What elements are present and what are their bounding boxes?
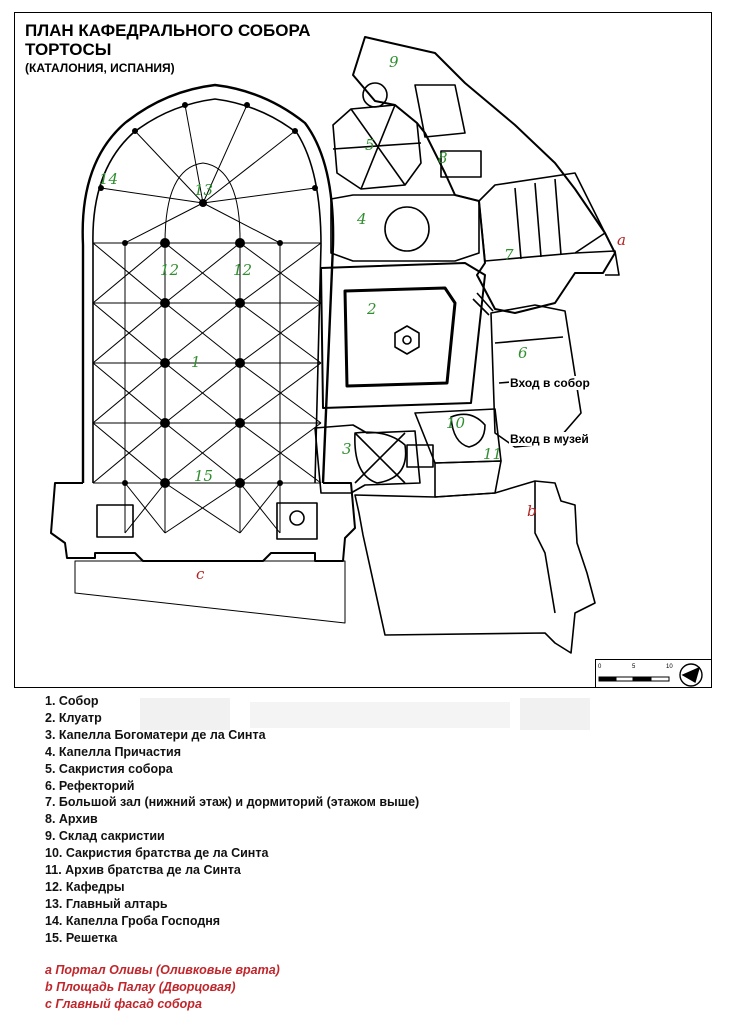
legend-item: 1. Собор — [45, 694, 99, 708]
title-line-2: ТОРТОСЫ — [25, 40, 112, 60]
legend-item: 10. Сакристия братства де ла Синта — [45, 846, 269, 861]
legend-item: 12. Кафедры — [45, 879, 125, 894]
legend-letters: a Портал Оливы (Оливковые врата) b Площа… — [45, 962, 280, 1013]
plan-number-6: 6 — [518, 344, 528, 362]
bleed-through-background — [140, 698, 590, 730]
map-title: ПЛАН КАФЕДРАЛЬНОГО СОБОРА ТОРТОСЫ (КАТАЛ… — [25, 21, 311, 76]
plan-number-1: 1 — [191, 353, 201, 371]
plan-number-10: 10 — [446, 414, 466, 432]
entrance-museum-label: Вход в музей — [509, 432, 590, 446]
title-line-1: ПЛАН КАФЕДРАЛЬНОГО СОБОРА — [25, 21, 311, 40]
legend-item: 4. Капелла Причастия — [45, 744, 182, 759]
legend-item: 8. Архив — [45, 812, 98, 827]
plan-number-4: 4 — [357, 210, 367, 228]
legend-item: 11. Архив братства де ла Синта — [45, 863, 241, 878]
legend-item: 9. Склад сакристии — [45, 829, 165, 844]
plan-number-13: 13 — [194, 181, 214, 199]
plan-number-3: 3 — [342, 440, 352, 458]
legend-item: 5. Сакристия собора — [45, 761, 173, 776]
legend-item: 3. Капелла Богоматери де ла Синта — [45, 727, 266, 742]
floor-plan-drawing — [50, 36, 703, 687]
plan-number-12a: 12 — [160, 261, 180, 279]
scale-bar — [598, 676, 670, 682]
legend-letter-item: b Площадь Палау (Дворцовая) — [45, 979, 236, 994]
legend-item: 15. Решетка — [45, 930, 118, 945]
plan-number-8: 8 — [438, 149, 448, 167]
plan-number-7: 7 — [504, 246, 514, 264]
plan-number-2: 2 — [367, 300, 377, 318]
legend-item: 6. Рефекторий — [45, 778, 135, 793]
floor-plan-map: ПЛАН КАФЕДРАЛЬНОГО СОБОРА ТОРТОСЫ (КАТАЛ… — [14, 12, 712, 688]
legend-item: 7. Большой зал (нижний этаж) и дормитори… — [45, 795, 420, 810]
plan-letter-c: c — [196, 565, 205, 583]
scale-tick-5: 5 — [632, 664, 636, 670]
legend-item: 2. Клуатр — [45, 710, 102, 725]
cathedral-outline — [81, 83, 335, 484]
legend-item: 14. Капелла Гроба Господня — [45, 913, 221, 928]
north-arrow-icon — [679, 663, 703, 687]
plan-number-9: 9 — [389, 53, 399, 71]
scale-tick-0: 0 — [598, 664, 602, 670]
plan-letter-b: b — [527, 502, 537, 520]
legend-letter-item: c Главный фасад собора — [45, 996, 202, 1011]
plan-number-12b: 12 — [233, 261, 253, 279]
scale-box: 0 5 10 — [595, 659, 711, 687]
plan-number-14: 14 — [99, 170, 119, 188]
plan-number-11: 11 — [483, 445, 503, 463]
title-subtitle: (КАТАЛОНИЯ, ИСПАНИЯ) — [25, 61, 175, 76]
scale-tick-10: 10 — [666, 664, 673, 670]
legend-letter-item: a Портал Оливы (Оливковые врата) — [45, 963, 280, 977]
plan-number-5: 5 — [365, 136, 375, 154]
legend-item: 13. Главный алтарь — [45, 896, 168, 911]
plan-letter-a: a — [617, 231, 626, 249]
plan-number-15: 15 — [194, 467, 214, 485]
legend-numbers: 1. Собор 2. Клуатр 3. Капелла Богоматери… — [45, 693, 419, 947]
entrance-cathedral-label: Вход в собор — [509, 376, 591, 390]
